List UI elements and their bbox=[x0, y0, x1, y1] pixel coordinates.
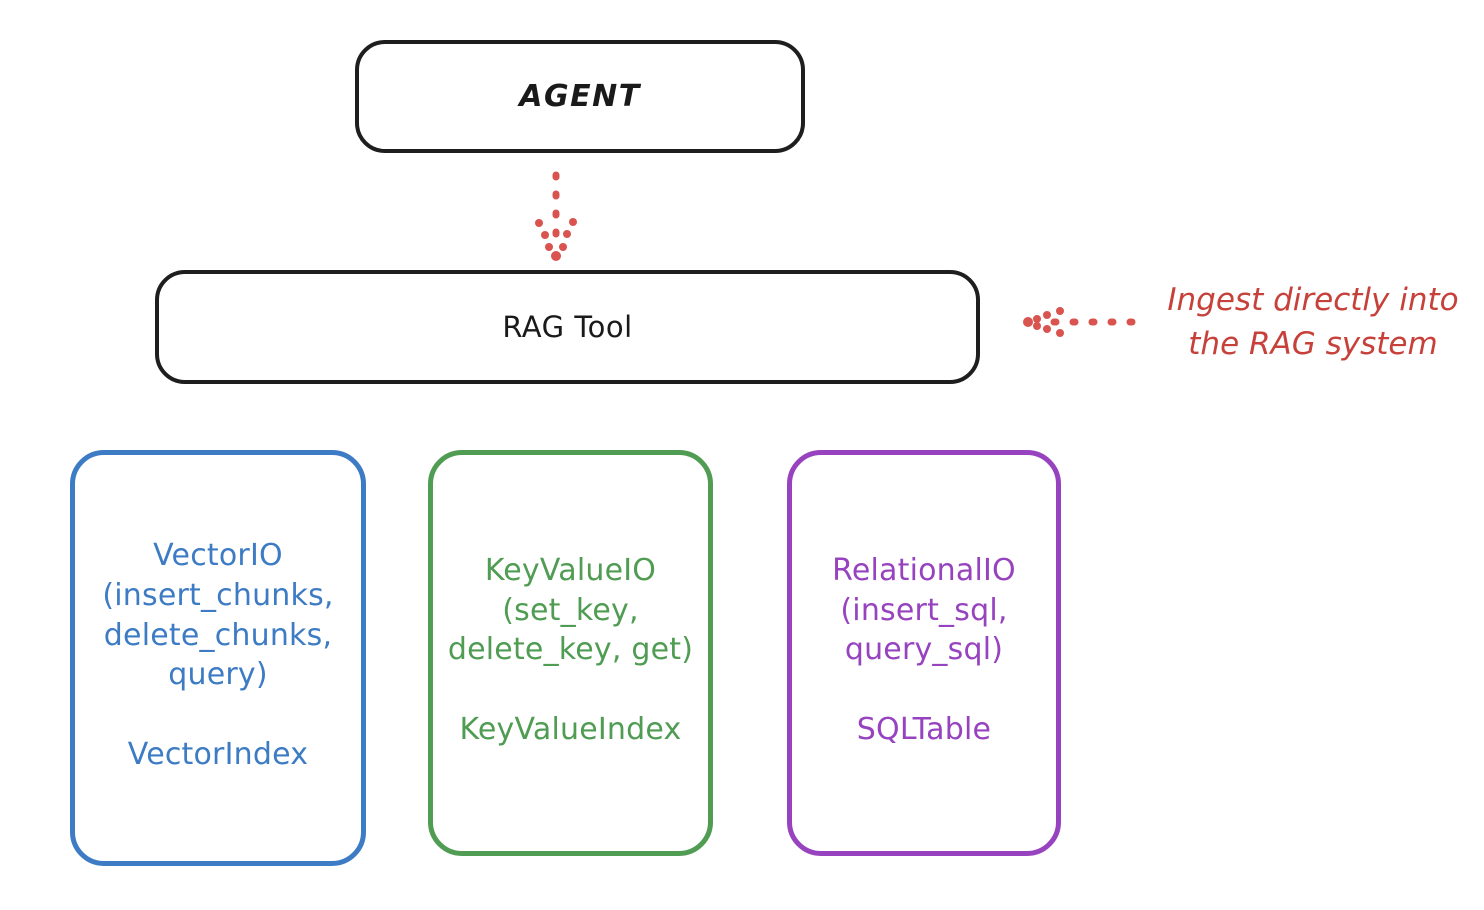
node-vector-io-title: VectorIO (insert_chunks, delete_chunks, … bbox=[102, 537, 334, 693]
annotation-ingest-label: Ingest directly into the RAG system bbox=[1167, 282, 1459, 363]
node-relational-io[interactable]: RelationalIO (insert_sql, query_sql) SQL… bbox=[787, 450, 1061, 856]
node-relational-io-subtitle: SQLTable bbox=[856, 712, 992, 748]
node-agent[interactable]: AGENT bbox=[355, 40, 805, 153]
node-key-value-io-subtitle: KeyValueIndex bbox=[459, 712, 682, 748]
edge-annotation-to-rag-tool-icon bbox=[1023, 307, 1136, 337]
node-relational-io-title: RelationalIO (insert_sql, query_sql) bbox=[832, 552, 1016, 668]
node-vector-io[interactable]: VectorIO (insert_chunks, delete_chunks, … bbox=[70, 450, 366, 866]
node-relational-io-content: RelationalIO (insert_sql, query_sql) SQL… bbox=[802, 551, 1046, 748]
node-rag-tool[interactable]: RAG Tool bbox=[155, 270, 980, 384]
node-key-value-io-content: KeyValueIO (set_key, delete_key, get) Ke… bbox=[443, 551, 698, 748]
edge-agent-to-rag-tool-icon bbox=[535, 171, 577, 261]
node-vector-io-subtitle: VectorIndex bbox=[127, 737, 309, 773]
node-agent-label: AGENT bbox=[519, 79, 641, 114]
node-rag-tool-label: RAG Tool bbox=[502, 310, 633, 344]
node-vector-io-content: VectorIO (insert_chunks, delete_chunks, … bbox=[85, 536, 351, 773]
node-key-value-io[interactable]: KeyValueIO (set_key, delete_key, get) Ke… bbox=[428, 450, 713, 856]
node-key-value-io-title: KeyValueIO (set_key, delete_key, get) bbox=[447, 552, 694, 668]
